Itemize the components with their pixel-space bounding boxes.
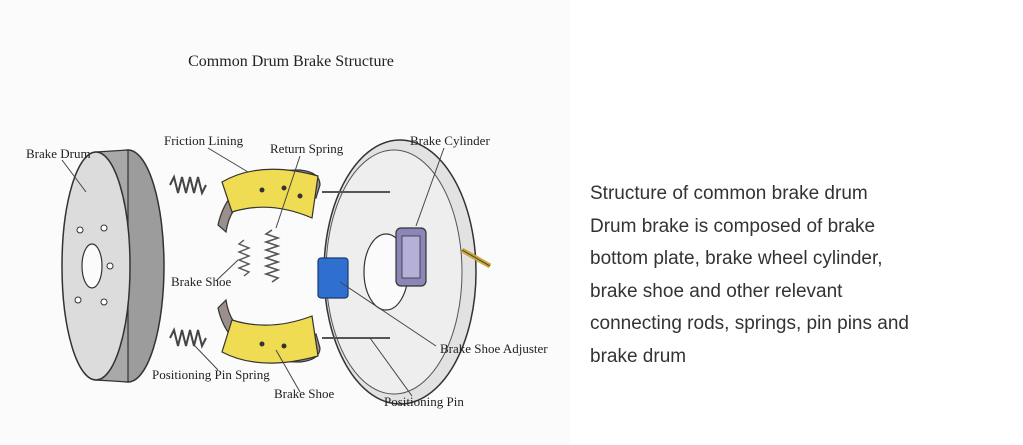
caption-line: brake drum — [590, 345, 687, 367]
label-friction-lining: Friction Lining — [164, 133, 244, 148]
positioning-pin-spring-top — [169, 174, 207, 196]
label-positioning-pin-spring: Positioning Pin Spring — [152, 367, 270, 382]
caption-line: Structure of common brake drum — [590, 183, 868, 204]
description-text: Structure of common brake drum Drum brak… — [590, 178, 1010, 373]
brake-shoe-adjuster-part — [317, 257, 349, 299]
label-brake-cylinder: Brake Cylinder — [410, 133, 490, 148]
exploded-view-drawing — [61, 139, 492, 405]
caption-line: connecting rods, springs, pin pins and — [590, 313, 909, 334]
leader-lines — [61, 147, 445, 397]
positioning-pin-part — [322, 191, 390, 339]
brake-shoe-bottom-part — [217, 298, 321, 364]
caption-line: bottom plate, brake wheel cylinder, — [590, 248, 883, 269]
diagram-title: Common Drum Brake Structure — [188, 53, 394, 70]
label-brake-drum: Brake Drum — [26, 146, 91, 161]
caption-line: brake shoe and other relevant — [590, 280, 843, 302]
caption-line: Drum brake is composed of brake — [590, 215, 876, 237]
brake-pipe — [460, 247, 492, 269]
label-return-spring: Return Spring — [270, 141, 344, 156]
label-brake-shoe-top: Brake Shoe — [171, 274, 232, 289]
label-positioning-pin: Positioning Pin — [384, 394, 464, 409]
return-spring-part — [237, 229, 281, 283]
label-brake-shoe-bottom: Brake Shoe — [274, 386, 335, 401]
brake-cylinder-part — [395, 227, 427, 287]
drum-brake-diagram: Common Drum Brake Structure Brake Drum F… — [26, 53, 548, 409]
brake-shoe-top-part — [217, 168, 321, 234]
positioning-pin-spring-bottom — [169, 327, 207, 349]
brake-drum-part — [61, 149, 165, 383]
label-brake-shoe-adjuster: Brake Shoe Adjuster — [440, 341, 548, 356]
